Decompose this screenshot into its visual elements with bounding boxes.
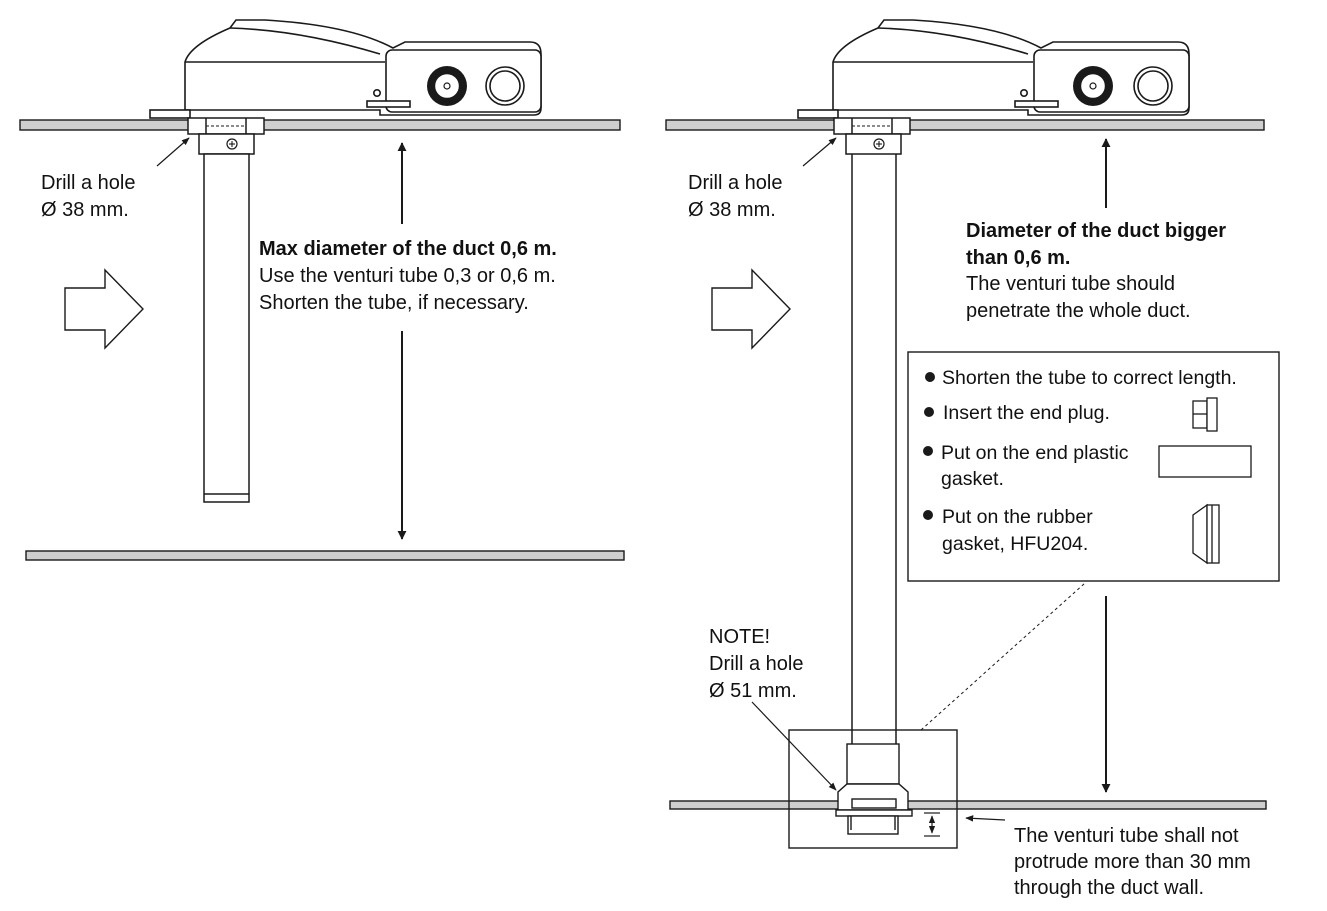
- drill-hole-size-right: Ø 38 mm.: [688, 199, 776, 221]
- duct-wall-top-left: [19, 119, 621, 131]
- drill-pointer-left: [156, 137, 190, 167]
- note-heading: NOTE!: [709, 626, 770, 648]
- max-diameter-heading: Max diameter of the duct 0,6 m.: [259, 238, 557, 260]
- protrude-dimension: [924, 812, 940, 837]
- rubber-gasket-icon: [1192, 503, 1220, 565]
- step-1-text: Shorten the tube to correct length.: [942, 367, 1237, 389]
- protrude-note-line3: through the duct wall.: [1014, 877, 1204, 899]
- penetrate-note-line2: penetrate the whole duct.: [966, 300, 1191, 322]
- tube-end-detail: [788, 729, 958, 849]
- duct-wall-bottom-left: [25, 550, 625, 561]
- duct-wall-bottom-right-b: [897, 800, 1267, 810]
- shorten-tube-note: Shorten the tube, if necessary.: [259, 292, 529, 314]
- duct-wall-bottom-right-a: [669, 800, 841, 810]
- airflow-arrow-left: [64, 268, 144, 350]
- note-drill-size: Ø 51 mm.: [709, 680, 797, 702]
- protrude-pointer: [965, 815, 1006, 822]
- steps-box: Shorten the tube to correct length. Inse…: [907, 351, 1280, 582]
- step-4-text-line1: Put on the rubber: [942, 506, 1093, 528]
- end-plug-icon: [1192, 397, 1218, 432]
- step-3-text-line1: Put on the end plastic: [941, 442, 1129, 464]
- left-panel: Drill a hole Ø 38 mm. Max diameter of th…: [19, 19, 625, 561]
- penetrate-note-line1: The venturi tube should: [966, 273, 1175, 295]
- bigger-diameter-heading-line2: than 0,6 m.: [966, 247, 1070, 269]
- detail-connector: [920, 582, 1086, 731]
- airflow-arrow-right: [711, 268, 791, 350]
- drill-hole-label-left: Drill a hole: [41, 172, 135, 194]
- step-2-text: Insert the end plug.: [943, 402, 1110, 424]
- step-3-text-line2: gasket.: [941, 468, 1004, 490]
- drill-hole-size-left: Ø 38 mm.: [41, 199, 129, 221]
- plastic-gasket-icon: [1158, 445, 1252, 478]
- duct-wall-top-right: [665, 119, 1265, 131]
- right-panel: Shorten the tube to correct length. Inse…: [665, 19, 1280, 899]
- bullet-4: [923, 510, 933, 520]
- bigger-diameter-heading-line1: Diameter of the duct bigger: [966, 220, 1226, 242]
- bullet-1: [925, 372, 935, 382]
- note-drill-label: Drill a hole: [709, 653, 803, 675]
- protrude-note-line2: protrude more than 30 mm: [1014, 851, 1251, 873]
- bullet-3: [923, 446, 933, 456]
- step-4-text-line2: gasket, HFU204.: [942, 533, 1088, 555]
- drill-pointer-right: [802, 137, 837, 167]
- protrude-note-line1: The venturi tube shall not: [1014, 825, 1239, 847]
- bullet-2: [924, 407, 934, 417]
- transmitter-device-left: [149, 19, 542, 119]
- note-drill-pointer: [751, 701, 837, 791]
- venturi-tube-note: Use the venturi tube 0,3 or 0,6 m.: [259, 265, 556, 287]
- venturi-tube-right: [833, 117, 911, 744]
- drill-hole-label-right: Drill a hole: [688, 172, 782, 194]
- venturi-tube-left: [187, 117, 265, 503]
- transmitter-device-right: [797, 19, 1190, 119]
